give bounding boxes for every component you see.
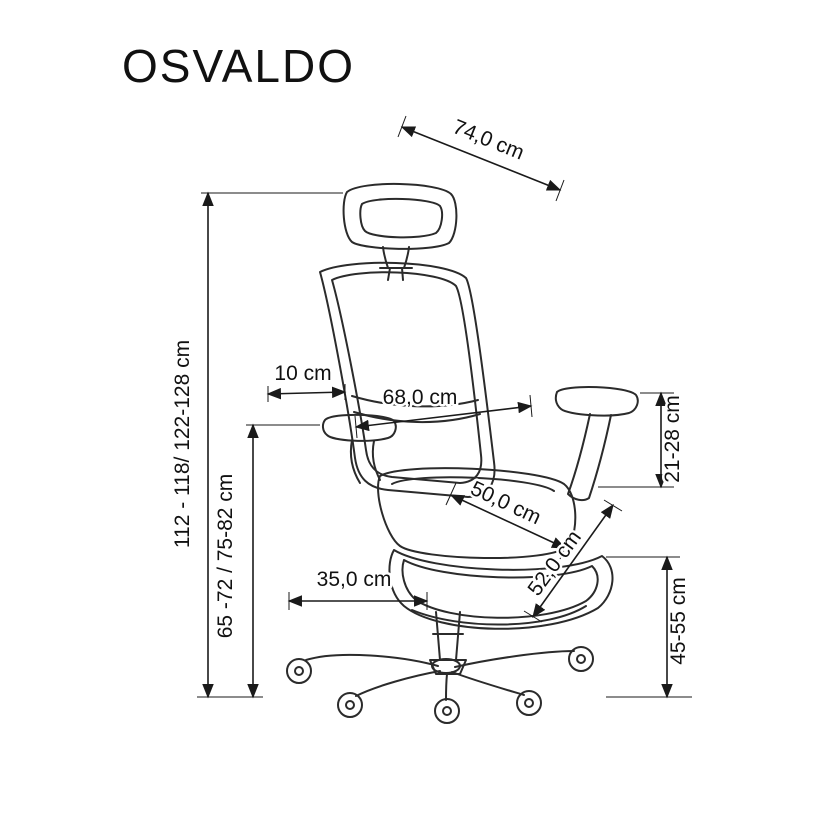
dim-base-width-label: 35,0 cm [317,568,392,591]
dim-headrest-depth: 74,0 cm [397,113,565,202]
backrest-outline [319,261,496,498]
dim-seat-height-label: 65 -72 / 75-82 cm [214,474,237,639]
base-leg-front-right [451,671,525,696]
product-title: OSVALDO [122,40,355,92]
dim-seat-width-label: 52,0 cm [523,526,586,600]
base-leg-front-left [355,670,441,697]
base-leg-front [445,673,448,701]
gas-lift [429,611,467,675]
dim-backrest-width-label: 68,0 cm [383,386,458,409]
seat-inner-contour [391,476,555,492]
right-armrest-post [567,413,612,502]
dim-armrest-pad-width-label: 10 cm [274,362,331,385]
caster-right [568,646,594,672]
dim-overall-height: 112 - 118/ 122-128 cm [169,191,343,699]
headrest-stem [379,246,413,281]
lumbar-contour-lower [353,411,481,423]
caster-front-left [337,692,363,718]
dim-footrest-height: 45-55 cm [606,555,693,699]
dim-seat-height: 65 -72 / 75-82 cm [212,423,320,699]
dim-overall-height-label: 112 - 118/ 122-128 cm [171,340,194,548]
chair-illustration [286,182,639,724]
dim-footrest-height-label: 45-55 cm [667,577,690,665]
base-leg-right [454,650,575,668]
caster-front-right [516,690,542,716]
dim-armrest-pad-width: 10 cm [266,360,347,402]
dim-armrest-height: 21-28 cm [598,391,687,489]
base-leg-left [305,653,439,667]
dim-base-width: 35,0 cm [287,566,429,610]
dim-headrest-depth-label: 74,0 cm [449,115,527,164]
right-armrest-pad [554,386,639,417]
dim-armrest-height-label: 21-28 cm [661,395,684,483]
caster-front [434,698,460,724]
dim-backrest-width: 68,0 cm [354,384,533,439]
headrest-inner-contour [359,197,444,239]
caster-left [286,658,312,684]
